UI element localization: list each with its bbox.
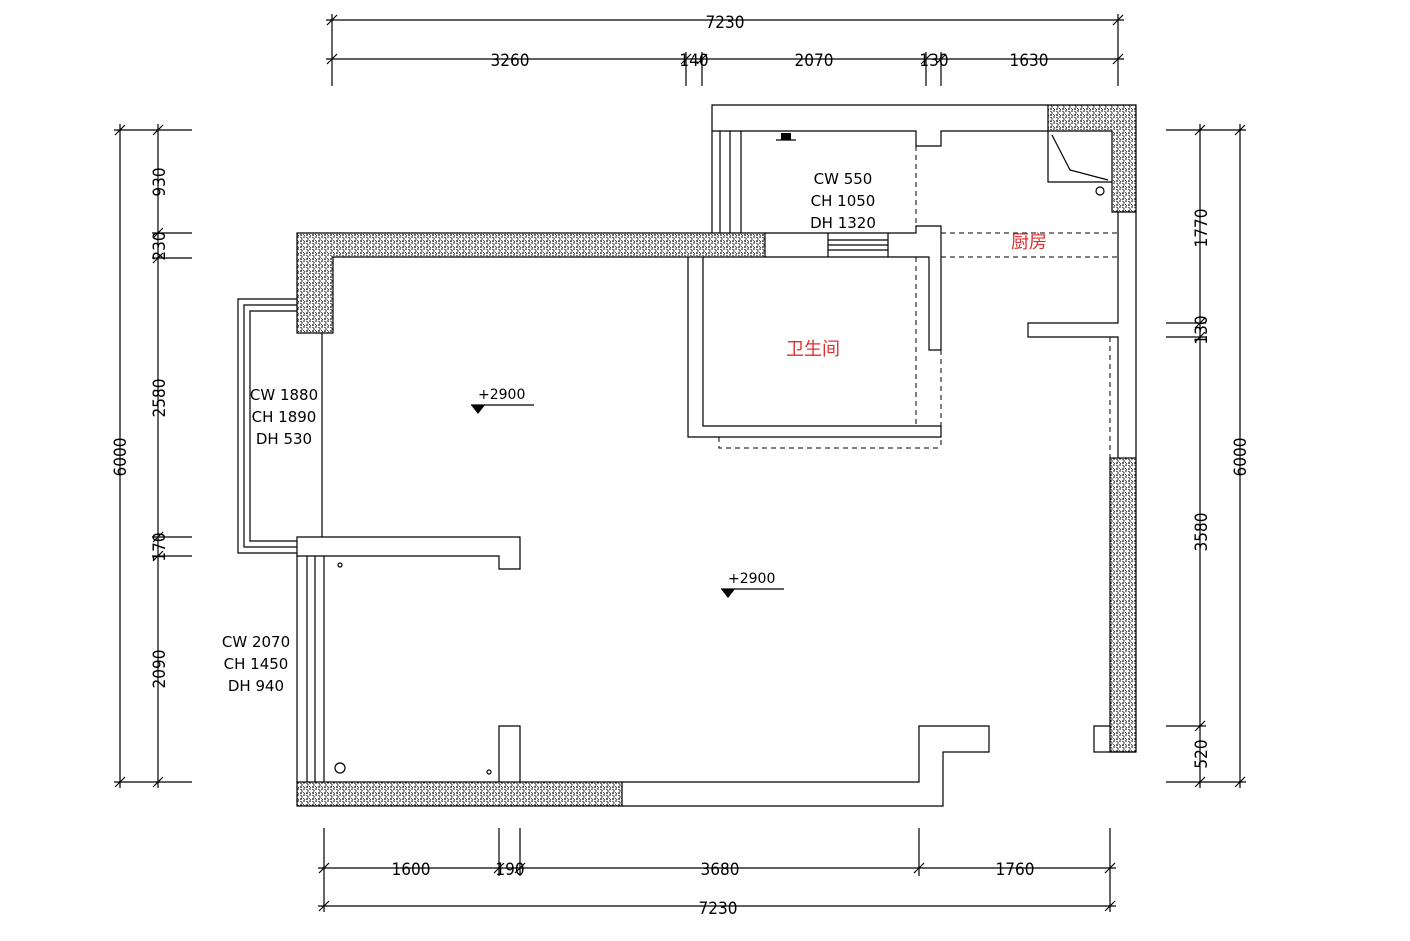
left-dimension-4: 170 <box>150 532 170 561</box>
partition-walls <box>237 104 1137 807</box>
right-dimension-1: 1770 <box>1192 209 1212 248</box>
top-dimension-3: 2070 <box>795 51 834 71</box>
top-total-dimension: 7230 <box>706 13 745 33</box>
top-dimension-1: 3260 <box>491 51 530 71</box>
right-dimension-2: 130 <box>1192 315 1212 344</box>
right-dimension-3: 3580 <box>1192 513 1212 552</box>
left-upper-window-ch: CH 1890 <box>252 408 317 426</box>
top-dimension-5: 1630 <box>1010 51 1049 71</box>
left-upper-window-dh: DH 530 <box>256 430 312 448</box>
left-lower-window-ch: CH 1450 <box>224 655 289 673</box>
bottom-total-dimension: 7230 <box>699 899 738 919</box>
bottom-dimension-2: 190 <box>495 860 524 880</box>
bottom-dimension-1: 1600 <box>392 860 431 880</box>
left-dimension-2: 230 <box>150 231 170 260</box>
level-lower-label: +2900 <box>728 571 775 587</box>
left-total-dimension: 6000 <box>111 438 131 477</box>
top-dimension-2: 140 <box>679 51 708 71</box>
level-marker-lower <box>721 588 784 598</box>
top-window-ch: CH 1050 <box>811 192 876 210</box>
right-dimension-4: 520 <box>1192 739 1212 768</box>
left-lower-window-dh: DH 940 <box>228 677 284 695</box>
top-dimension-lines <box>326 14 1124 86</box>
top-window-dh: DH 1320 <box>810 214 876 232</box>
level-marker-upper <box>471 404 534 414</box>
bathroom-label: 卫生间 <box>786 339 840 360</box>
level-upper-label: +2900 <box>478 387 525 403</box>
structural-walls <box>296 104 1137 807</box>
left-dimension-3: 2580 <box>150 379 170 418</box>
top-dimension-4: 130 <box>919 51 948 71</box>
dashed-lines <box>718 146 1118 458</box>
top-window-cw: CW 550 <box>814 170 873 188</box>
left-dimension-lines <box>114 124 192 788</box>
bottom-dimension-3: 3680 <box>701 860 740 880</box>
left-lower-window-cw: CW 2070 <box>222 633 290 651</box>
kitchen-label: 厨房 <box>1011 232 1047 253</box>
left-dimension-5: 2090 <box>150 650 170 689</box>
bottom-dimension-4: 1760 <box>996 860 1035 880</box>
left-upper-window-cw: CW 1880 <box>250 386 318 404</box>
bottom-dimension-lines <box>318 828 1116 912</box>
right-total-dimension: 6000 <box>1231 438 1251 477</box>
right-dimension-lines <box>1166 124 1246 788</box>
left-dimension-1: 930 <box>150 167 170 196</box>
